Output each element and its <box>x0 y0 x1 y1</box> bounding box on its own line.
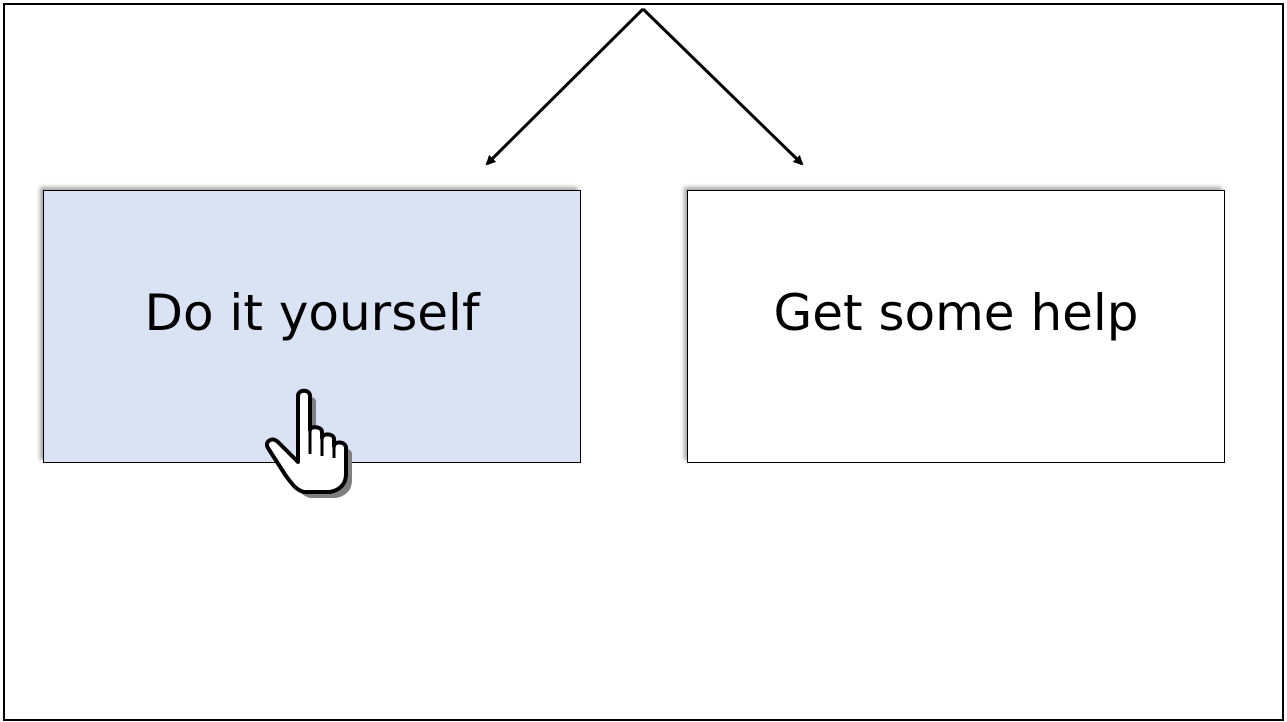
do-it-yourself-option[interactable]: Do it yourself <box>43 190 581 463</box>
do-it-yourself-label: Do it yourself <box>144 284 480 342</box>
get-some-help-option[interactable]: Get some help <box>687 190 1225 463</box>
get-some-help-label: Get some help <box>773 284 1139 342</box>
arrow-to-do-it-yourself <box>485 7 645 166</box>
pointing-hand-cursor-icon <box>265 388 352 498</box>
arrow-to-get-some-help <box>641 7 804 166</box>
